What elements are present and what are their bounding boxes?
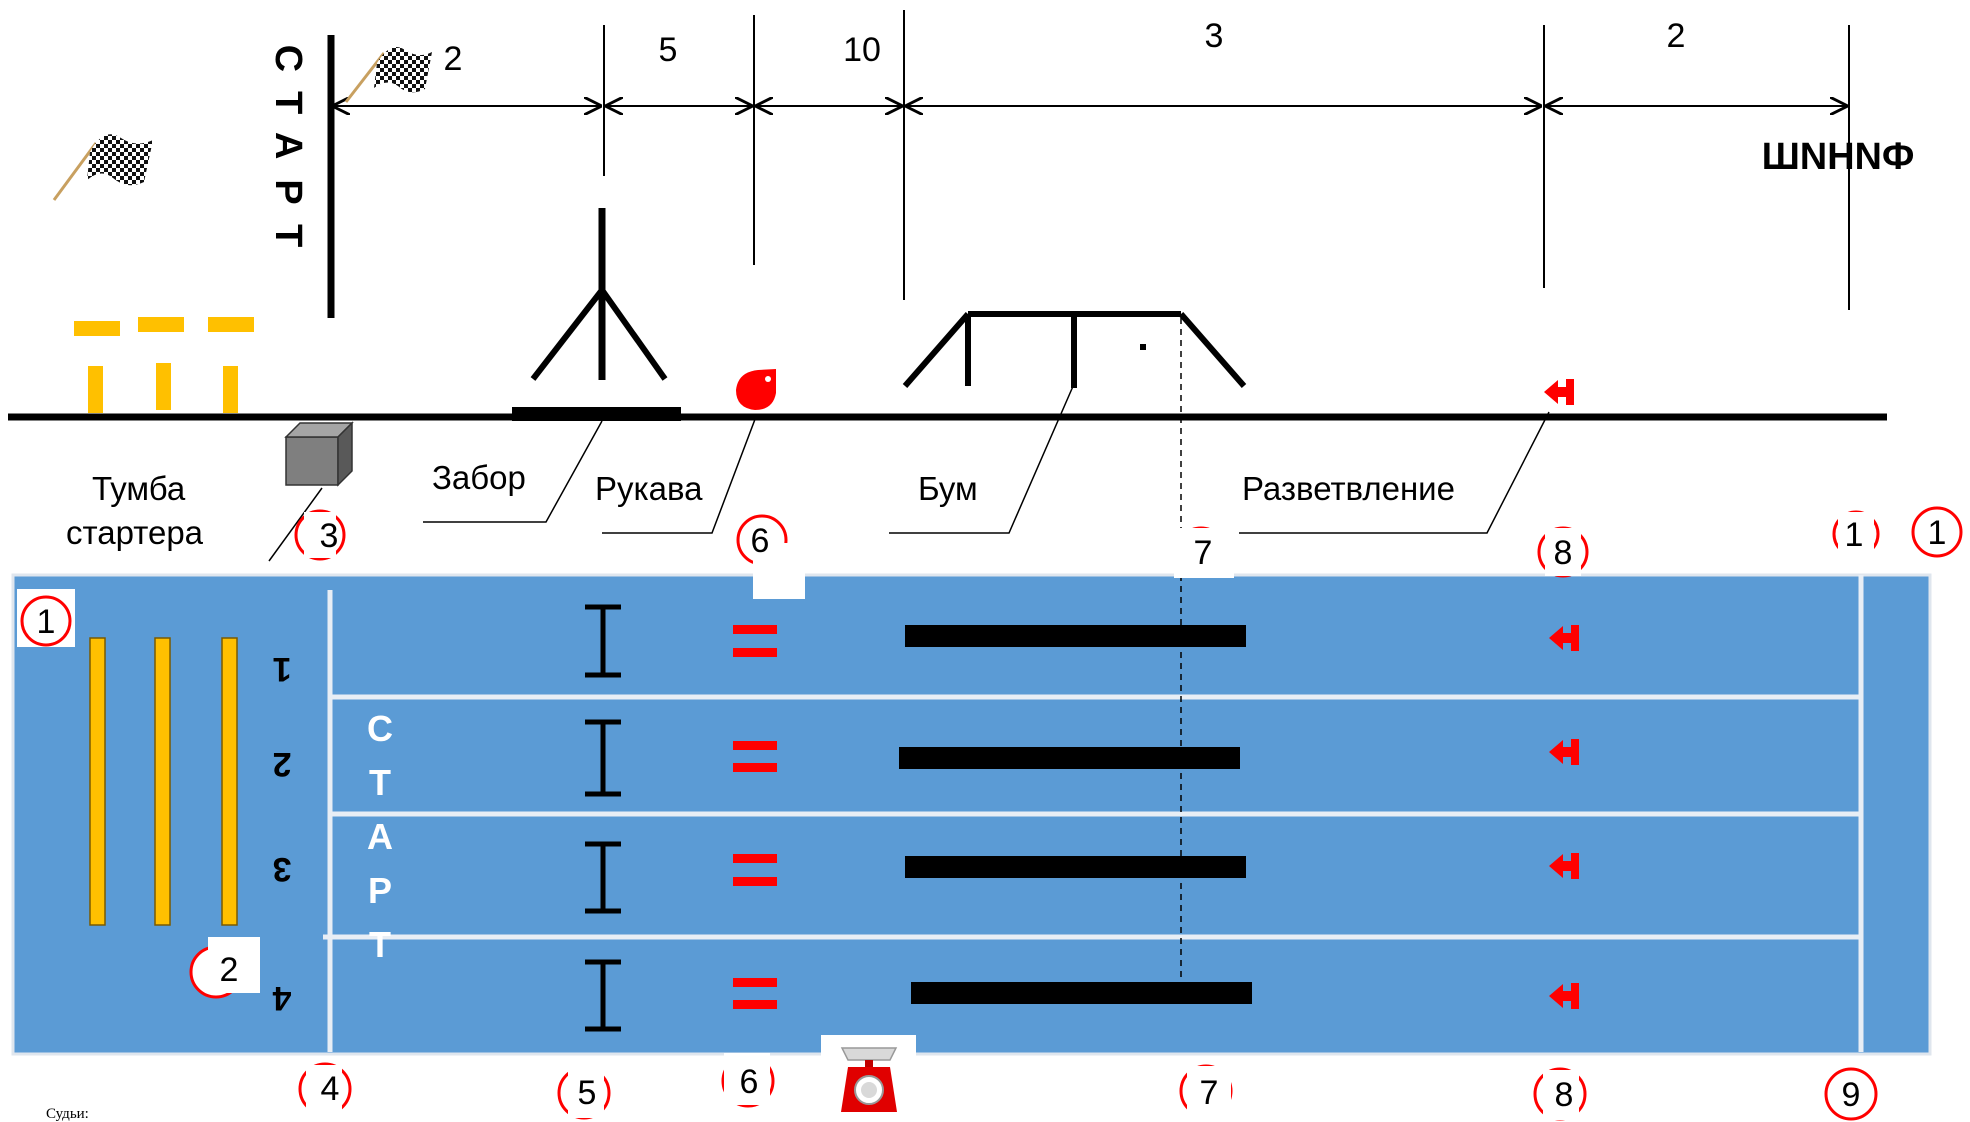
boom-obstacle — [902, 311, 1247, 388]
svg-text:8: 8 — [1555, 1076, 1574, 1114]
leader-lines — [268, 383, 1550, 562]
distance-label: 2 — [444, 40, 463, 78]
svg-text:1: 1 — [1928, 514, 1947, 552]
judge-markers-top: 3 6 7 8 1 1 — [294, 506, 1963, 599]
svg-text:2: 2 — [220, 951, 239, 989]
fence-obstacle — [512, 208, 681, 421]
lane-number: 3 — [273, 850, 292, 888]
svg-text:1: 1 — [1845, 516, 1864, 554]
boom-label: Бум — [918, 470, 978, 507]
judge-circle: 6 — [721, 1053, 775, 1108]
lane-hoses — [733, 625, 777, 1009]
hose-coil — [736, 369, 776, 410]
svg-text:7: 7 — [1200, 1074, 1219, 1112]
svg-text:1: 1 — [37, 603, 56, 641]
lane-number: 1 — [273, 650, 292, 688]
scale-icon — [821, 1035, 916, 1120]
judge-circle: 9 — [1824, 1067, 1878, 1121]
checkered-flag-icon — [344, 46, 432, 103]
judge-circle: 1 — [17, 589, 75, 647]
hoses-label: Рукава — [595, 470, 703, 507]
finish-label: ФИНИШ — [1762, 136, 1915, 178]
fence-label: Забор — [432, 459, 526, 496]
lane-number: 4 — [272, 979, 291, 1017]
judge-circle: 2 — [189, 937, 260, 999]
judge-circle: 1 — [1832, 510, 1880, 558]
distance-label: 10 — [843, 31, 881, 69]
judge-circle: 5 — [557, 1066, 611, 1120]
checkered-flag-icon — [52, 134, 153, 201]
judge-circle: 6 — [736, 514, 805, 599]
distance-labels: 2 5 10 3 2 — [444, 17, 1686, 78]
svg-text:7: 7 — [1194, 534, 1213, 572]
svg-text:5: 5 — [578, 1074, 597, 1112]
start-cones — [74, 317, 254, 413]
start-label-vertical: СТАРТ — [267, 45, 309, 268]
judge-circle: 8 — [1533, 1067, 1587, 1121]
svg-text:4: 4 — [321, 1070, 340, 1108]
svg-text:6: 6 — [751, 522, 770, 560]
lane-lines — [323, 575, 1864, 1052]
judge-circle: 7 — [1174, 526, 1234, 578]
svg-text:3: 3 — [320, 517, 339, 555]
distance-label: 3 — [1205, 17, 1224, 55]
judge-circle: 7 — [1179, 1064, 1233, 1118]
judges-caption: Судьи: — [46, 1106, 89, 1122]
track-cones — [89, 637, 238, 926]
distance-label: 5 — [659, 31, 678, 69]
dimension-markers — [327, 10, 1850, 318]
starter-pedestal-label: стартера — [66, 514, 204, 551]
distance-label: 2 — [1667, 17, 1686, 55]
svg-text:6: 6 — [740, 1063, 759, 1101]
lane-fences — [585, 604, 621, 1032]
branch-label: Разветвление — [1242, 470, 1455, 507]
judge-circle: 4 — [298, 1062, 352, 1117]
lane-booms — [899, 625, 1252, 1004]
svg-text:8: 8 — [1554, 534, 1573, 572]
judge-circle: 1 — [1911, 506, 1963, 558]
lane-number: 2 — [273, 745, 292, 783]
judge-markers-bottom: 4 5 6 7 8 9 — [298, 1053, 1878, 1121]
branch-icon — [1544, 379, 1574, 405]
starter-pedestal-label: Тумба — [92, 470, 186, 507]
starter-pedestal — [284, 421, 354, 487]
judge-circle: 3 — [294, 509, 346, 561]
svg-text:9: 9 — [1842, 1076, 1861, 1114]
judge-circle: 8 — [1537, 526, 1589, 578]
